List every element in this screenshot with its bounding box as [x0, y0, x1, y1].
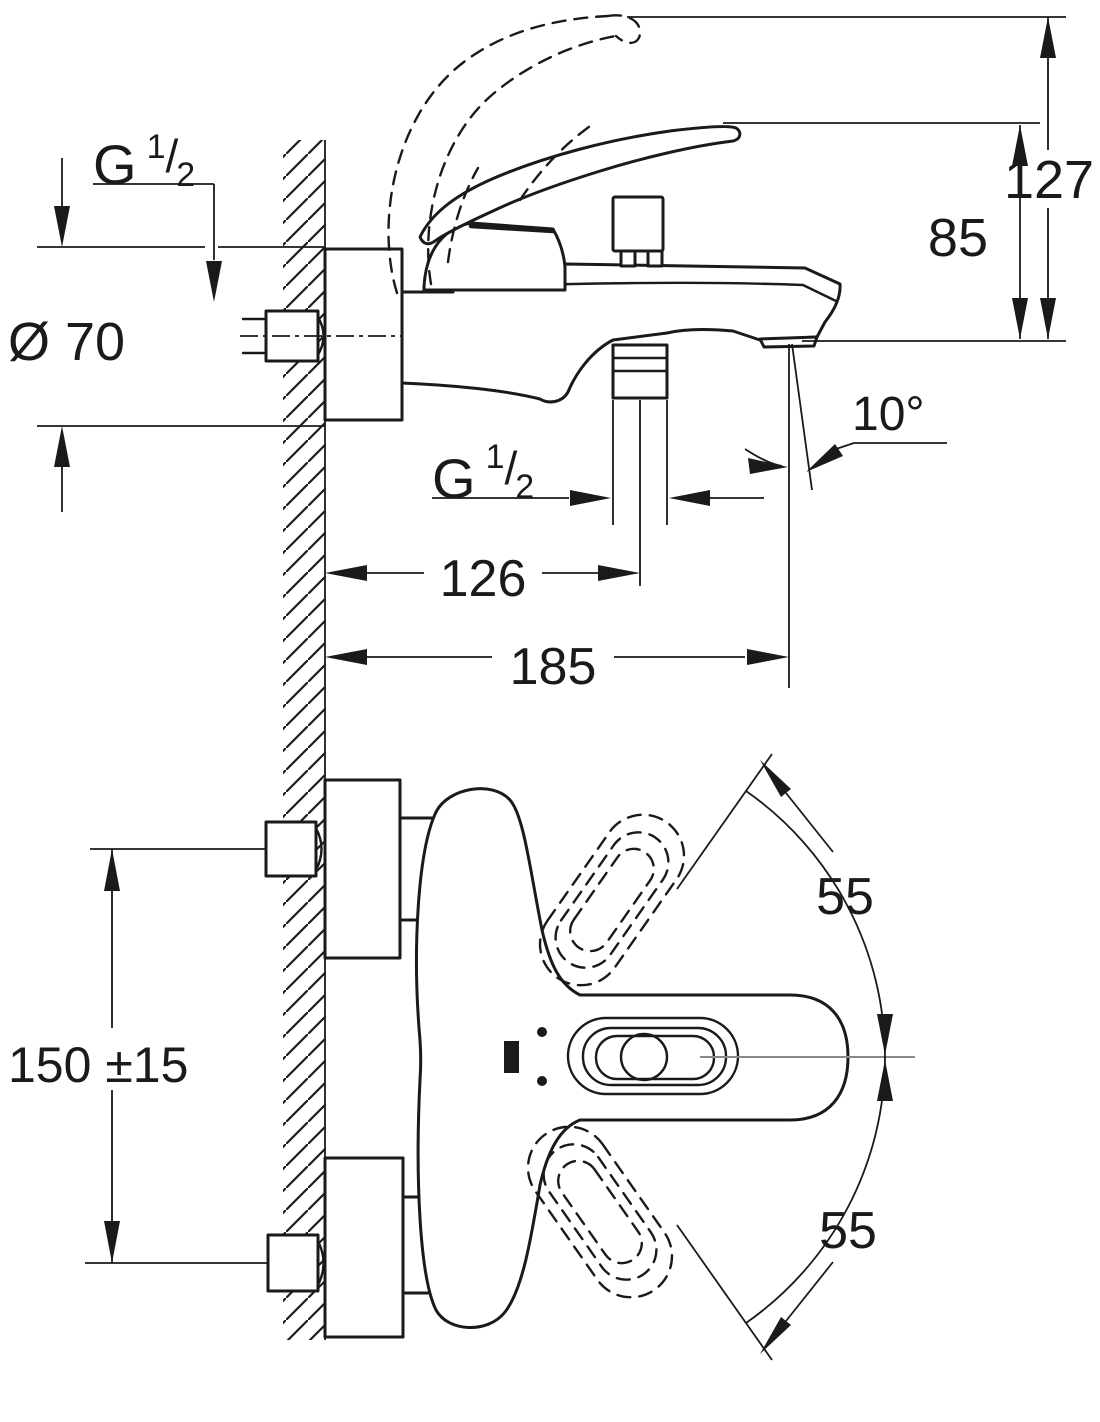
- plan-view-dimensions: [85, 753, 893, 1361]
- swing-arrow-lower-center: [877, 1060, 893, 1101]
- swing-upper-label: 55: [816, 868, 874, 926]
- thread-shower-arrow-right: [669, 490, 710, 506]
- diverter-knob: [611, 195, 665, 268]
- spout-angle-line: [791, 343, 813, 491]
- lever-height-arrow-bottom: [1012, 298, 1028, 339]
- side-view: [240, 14, 842, 422]
- plan-view: [264, 778, 915, 1339]
- overall-height-arrow-bottom: [1040, 298, 1056, 339]
- swing-arrow-upper-center: [877, 1014, 893, 1055]
- lever-raised-phantom: [387, 14, 642, 295]
- hole-spacing-arrow-top: [104, 849, 120, 891]
- swing-lower-leader: [785, 1261, 834, 1322]
- union-nut-plan-upper: [264, 820, 318, 878]
- lever-height-arrow-top: [1012, 125, 1028, 166]
- marker-dot-upper: [537, 1027, 547, 1037]
- escutcheon-arrow-top: [54, 206, 70, 247]
- nut-curve-upper: [314, 826, 323, 872]
- wall-to-spout-label: 185: [510, 638, 597, 696]
- dim-126-arrow-left: [325, 565, 367, 581]
- thread-wall-arrow: [206, 261, 222, 302]
- escutcheon-extension-lines: [37, 246, 325, 427]
- swing-lower-leader-arrow: [760, 1317, 791, 1354]
- aerator: [758, 335, 819, 349]
- spout-angle-label: 10°: [852, 388, 925, 441]
- lever-handle-side: [418, 125, 742, 246]
- dome-seam: [468, 223, 556, 234]
- handle-phantom-down: [526, 1125, 674, 1299]
- escutcheon-diameter-label: Ø 70: [8, 312, 125, 372]
- shower-outlet: [611, 343, 669, 400]
- height-extension-lines: [627, 16, 1066, 342]
- escutcheon-plan-lower: [323, 1156, 405, 1339]
- supply-pipe-stub: [241, 317, 268, 355]
- thread-wall-leader: [93, 183, 215, 260]
- handle-phantom-up: [538, 813, 686, 987]
- overall-height-arrow-top: [1040, 17, 1056, 58]
- dim-185-arrow-left: [325, 649, 367, 665]
- side-view-dimensions: [37, 16, 1066, 688]
- dim-126-arrow-right: [598, 565, 640, 581]
- spout-angle-arc-arrow: [748, 458, 788, 474]
- lever-height-label: 85: [928, 208, 988, 268]
- nut-curve-lower: [316, 1239, 325, 1287]
- swing-upper-leader: [785, 792, 834, 853]
- shower-outlet-extension-lines: [612, 400, 668, 586]
- swing-upper-leader-arrow: [760, 760, 791, 797]
- spout-angle-leader-arrow: [806, 444, 843, 472]
- swing-arc: [745, 790, 886, 1324]
- escutcheon-side: [323, 247, 404, 422]
- escutcheon-plan-upper: [323, 778, 402, 960]
- spout-angle-leader: [832, 442, 947, 451]
- temperature-marker: [504, 1041, 519, 1073]
- union-nut-plan-lower: [266, 1233, 320, 1293]
- wall-to-shower-label: 126: [440, 550, 527, 608]
- swing-lower-label: 55: [819, 1202, 877, 1260]
- dim-185-arrow-right: [747, 649, 789, 665]
- hole-spacing-extension-lines: [85, 848, 268, 1264]
- marker-dot-lower: [537, 1076, 547, 1086]
- swing-arc-legs: [676, 753, 773, 1361]
- hole-spacing-arrow-bottom: [104, 1221, 120, 1263]
- hole-spacing-label: 150 ±15: [8, 1037, 188, 1093]
- thread-shower-arrow-left: [570, 490, 611, 506]
- faucet-body-plan: [415, 787, 850, 1329]
- escutcheon-arrow-bottom: [54, 426, 70, 467]
- overall-height-label: 127: [1004, 150, 1094, 210]
